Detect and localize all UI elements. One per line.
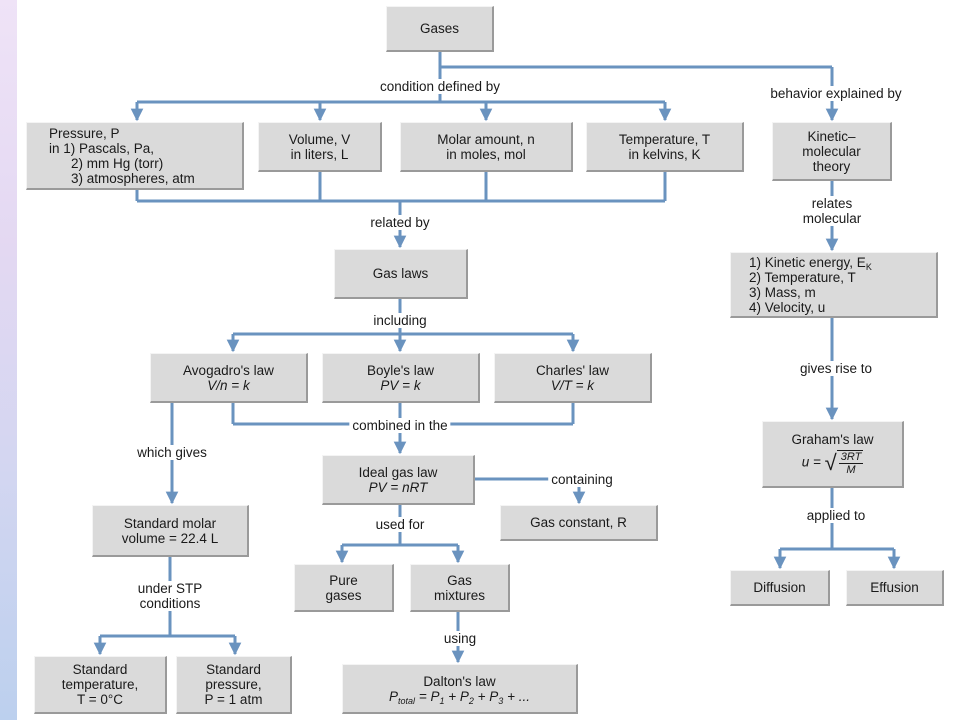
kinetic-properties-node: 1) Kinetic energy, EK 2) Temperature, T … [730, 252, 938, 318]
volume-node: Volume, V in liters, L [258, 122, 382, 172]
temperature-node: Temperature, T in kelvins, K [586, 122, 744, 172]
gas-constant-node: Gas constant, R [500, 505, 658, 541]
label-used-for: used for [372, 517, 428, 532]
boyle-formula: PV = k [380, 377, 421, 393]
diffusion-node: Diffusion [730, 570, 830, 606]
volume-line-1: Volume, V [288, 131, 351, 147]
gas-mixtures-node: Gas mixtures [410, 564, 510, 612]
standard-molar-volume-node: Standard molar volume = 22.4 L [92, 505, 249, 557]
charles-law-node: Charles' law V/T = k [494, 353, 652, 403]
mixtures-line-1: Gas [447, 572, 472, 588]
pressure-line-1: Pressure, P [49, 125, 120, 141]
graham-title: Graham's law [791, 432, 874, 447]
gases-node: Gases [386, 6, 494, 52]
std-temp-line-2: temperature, [61, 677, 139, 692]
avogadro-formula: V/n = k [207, 377, 250, 393]
avogadro-title: Avogadro's law [183, 362, 274, 378]
kinetic-prop-2: 2) Temperature, T [749, 269, 856, 285]
label-using: using [440, 631, 480, 646]
volume-line-2: in liters, L [290, 146, 349, 162]
pure-line-1: Pure [329, 572, 358, 588]
standard-temperature-node: Standard temperature, T = 0°C [34, 656, 167, 714]
left-gradient-bar [0, 0, 17, 720]
label-condition-defined-by: condition defined by [376, 79, 504, 94]
kinetic-line-2: molecular [802, 143, 861, 159]
ideal-formula: PV = nRT [368, 479, 428, 495]
molar-line-2: in moles, mol [446, 146, 526, 162]
std-press-line-1: Standard [206, 662, 261, 677]
ideal-title: Ideal gas law [358, 464, 438, 480]
charles-formula: V/T = k [550, 377, 595, 393]
kinetic-prop-4: 4) Velocity, u [749, 299, 826, 315]
gas-laws-node: Gas laws [334, 249, 468, 299]
label-relates-molecular: relates molecular [799, 196, 865, 226]
pressure-line-2: in 1) Pascals, Pa, [49, 140, 155, 156]
dalton-formula: Ptotal = P1 + P2 + P3 + ... [389, 688, 530, 706]
kinetic-molecular-theory-node: Kinetic– molecular theory [772, 122, 892, 181]
std-temp-line-3: T = 0°C [76, 692, 124, 707]
pure-line-2: gases [325, 587, 362, 603]
standard-pressure-node: Standard pressure, P = 1 atm [176, 656, 292, 714]
std-press-line-3: P = 1 atm [204, 692, 263, 707]
effusion-node: Effusion [846, 570, 944, 606]
label-containing: containing [548, 472, 616, 487]
ideal-gas-law-node: Ideal gas law PV = nRT [322, 455, 475, 505]
mixtures-line-2: mixtures [433, 587, 485, 603]
daltons-law-node: Dalton's law Ptotal = P1 + P2 + P3 + ... [342, 664, 578, 714]
kinetic-line-3: theory [812, 158, 851, 174]
std-press-line-2: pressure, [205, 677, 262, 692]
molar-amount-node: Molar amount, n in moles, mol [400, 122, 573, 172]
std-temp-line-1: Standard [72, 662, 128, 677]
charles-title: Charles' law [535, 362, 610, 378]
label-gives-rise-to: gives rise to [796, 361, 876, 376]
temperature-line-1: Temperature, T [618, 131, 711, 147]
boyle-title: Boyle's law [366, 362, 435, 378]
pressure-line-3: 2) mm Hg (torr) [71, 155, 164, 171]
kinetic-prop-1: 1) Kinetic energy, EK [749, 254, 872, 272]
pure-gases-node: Pure gases [294, 564, 394, 612]
label-behavior-explained-by: behavior explained by [767, 86, 905, 101]
avogadros-law-node: Avogadro's law V/n = k [150, 353, 308, 403]
label-under-stp: under STP conditions [134, 581, 206, 611]
pressure-node: Pressure, P in 1) Pascals, Pa, 2) mm Hg … [26, 122, 244, 190]
label-including: including [370, 313, 430, 328]
std-molar-line-2: volume = 22.4 L [121, 530, 219, 546]
kinetic-prop-3: 3) Mass, m [749, 284, 816, 300]
label-related-by: related by [367, 215, 433, 230]
temperature-line-2: in kelvins, K [628, 146, 701, 162]
label-combined-in-the: combined in the [349, 418, 451, 433]
std-molar-line-1: Standard molar [123, 515, 217, 531]
label-which-gives: which gives [134, 445, 210, 460]
boyles-law-node: Boyle's law PV = k [322, 353, 480, 403]
molar-line-1: Molar amount, n [437, 131, 535, 147]
label-applied-to: applied to [803, 508, 869, 523]
dalton-title: Dalton's law [423, 673, 496, 689]
pressure-line-4: 3) atmospheres, atm [71, 170, 195, 186]
kinetic-line-1: Kinetic– [807, 128, 856, 144]
